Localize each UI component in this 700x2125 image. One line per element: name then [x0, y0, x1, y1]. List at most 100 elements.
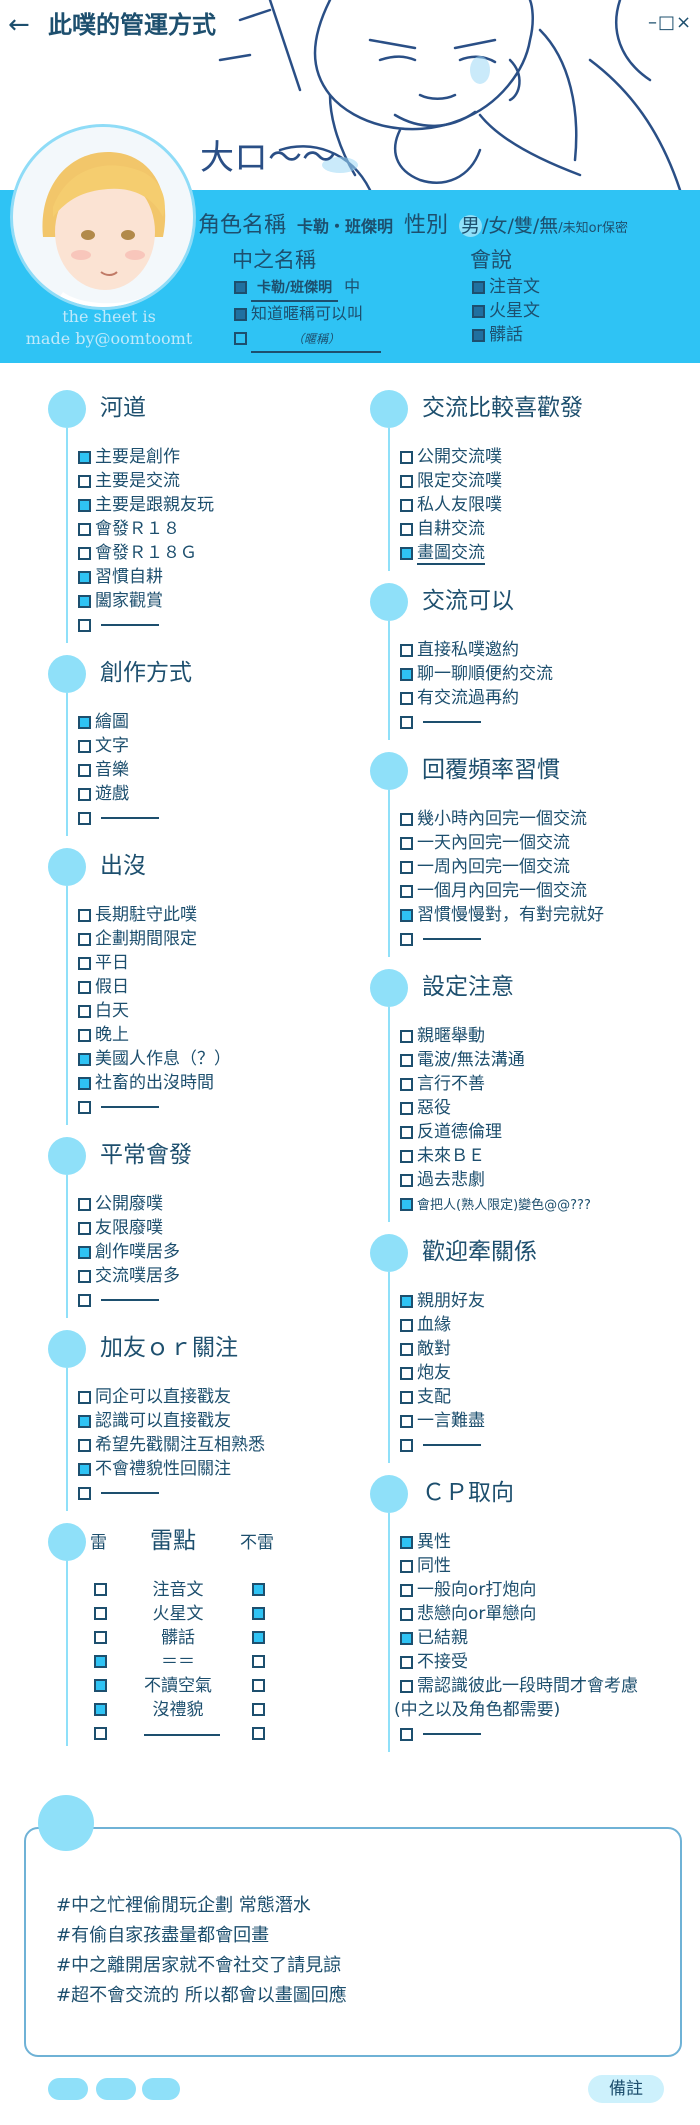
list-item[interactable]: 畫圖交流 [400, 541, 485, 565]
checkbox-unchecked[interactable] [400, 932, 413, 946]
checkbox-unchecked[interactable] [400, 1342, 413, 1356]
checkbox-checked[interactable] [400, 908, 413, 922]
checkbox-unchecked[interactable] [78, 1438, 91, 1452]
checkbox-checked[interactable] [472, 304, 485, 318]
list-item[interactable]: 限定交流噗 [400, 469, 502, 493]
checkbox-checked[interactable] [78, 1245, 91, 1259]
checkbox-unchecked[interactable] [400, 522, 413, 536]
checkbox-unchecked[interactable] [400, 1173, 413, 1187]
checkbox-checked[interactable] [94, 1655, 107, 1668]
checkbox-unchecked[interactable] [400, 498, 413, 512]
list-item[interactable]: 長期駐守此噗 [78, 903, 197, 927]
list-item[interactable]: 認識可以直接戳友 [78, 1409, 231, 1433]
blank-field[interactable] [423, 721, 481, 723]
list-item[interactable]: 聊一聊順便約交流 [400, 662, 553, 686]
checkbox-unchecked[interactable] [400, 1559, 413, 1573]
checkbox-checked[interactable] [400, 1631, 413, 1645]
checkbox-unchecked[interactable] [400, 1607, 413, 1621]
checkbox-unchecked[interactable] [78, 522, 91, 536]
checkbox-unchecked[interactable] [94, 1631, 107, 1644]
list-item[interactable] [400, 1433, 481, 1457]
list-item[interactable] [400, 927, 481, 951]
checkbox-checked[interactable] [78, 498, 91, 512]
checkbox-unchecked[interactable] [78, 1004, 91, 1018]
blank-field[interactable] [423, 1733, 481, 1735]
checkbox-unchecked[interactable] [78, 1100, 91, 1114]
checkbox-unchecked[interactable] [400, 715, 413, 729]
list-item[interactable]: 公開交流噗 [400, 445, 502, 469]
blank-field[interactable] [423, 1444, 481, 1446]
list-item[interactable]: 主要是跟親友玩 [78, 493, 214, 517]
checkbox-checked[interactable] [78, 1076, 91, 1090]
list-item[interactable]: 私人友限噗 [400, 493, 502, 517]
checkbox-unchecked[interactable] [78, 1390, 91, 1404]
checkbox-checked[interactable] [94, 1703, 107, 1716]
checkbox-unchecked[interactable] [400, 691, 413, 705]
checkbox-checked[interactable] [94, 1679, 107, 1692]
list-item[interactable]: 平日 [78, 951, 129, 975]
blank-field[interactable] [101, 1106, 159, 1108]
list-item[interactable] [78, 1095, 159, 1119]
blank-field[interactable] [101, 817, 159, 819]
list-item[interactable]: 遊戲 [78, 782, 129, 806]
list-item[interactable]: 文字 [78, 734, 129, 758]
checkbox-checked[interactable] [400, 1294, 413, 1308]
checkbox-checked[interactable] [252, 1583, 265, 1596]
gender-option[interactable]: 男 [459, 215, 483, 237]
list-item[interactable]: 言行不善 [400, 1072, 485, 1096]
checkbox-unchecked[interactable] [78, 618, 91, 632]
checkbox-unchecked[interactable] [78, 474, 91, 488]
checkbox-unchecked[interactable] [252, 1679, 265, 1692]
list-item[interactable]: 過去悲劇 [400, 1168, 485, 1192]
list-item[interactable]: 電波/無法溝通 [400, 1048, 525, 1072]
list-item[interactable]: 直接私噗邀約 [400, 638, 519, 662]
checkbox-unchecked[interactable] [400, 1029, 413, 1043]
list-item[interactable]: 一言難盡 [400, 1409, 485, 1433]
list-item[interactable]: 有交流過再約 [400, 686, 519, 710]
checkbox-checked[interactable] [78, 715, 91, 729]
checkbox-unchecked[interactable] [94, 1583, 107, 1596]
remarks-button[interactable]: 備註 [588, 2075, 664, 2103]
list-item[interactable]: 會發Ｒ１８Ｇ [78, 541, 197, 565]
blank-field[interactable] [101, 1492, 159, 1494]
blank-field[interactable] [423, 938, 481, 940]
list-item[interactable]: 同企可以直接戳友 [78, 1385, 231, 1409]
list-item[interactable]: 同性 [400, 1554, 451, 1578]
list-item[interactable]: 公開廢噗 [78, 1192, 163, 1216]
list-item[interactable]: 交流噗居多 [78, 1264, 180, 1288]
checkbox-unchecked[interactable] [78, 1197, 91, 1211]
checkbox-checked[interactable] [78, 594, 91, 608]
checkbox-unchecked[interactable] [78, 763, 91, 777]
checkbox-unchecked[interactable] [94, 1607, 107, 1620]
list-item[interactable]: 闔家觀賞 [78, 589, 163, 613]
footer-pill-3[interactable] [142, 2078, 180, 2100]
checkbox-unchecked[interactable] [78, 739, 91, 753]
list-item[interactable]: 已結親 [400, 1626, 468, 1650]
list-item[interactable] [78, 1288, 159, 1312]
footer-pill-2[interactable] [96, 2078, 136, 2100]
list-item[interactable]: 未來ＢＥ [400, 1144, 485, 1168]
list-item[interactable]: 反道德倫理 [400, 1120, 502, 1144]
back-arrow-icon[interactable]: ← [8, 10, 30, 40]
checkbox-unchecked[interactable] [78, 1269, 91, 1283]
list-item[interactable]: 惡役 [400, 1096, 451, 1120]
checkbox-checked[interactable] [78, 1414, 91, 1428]
list-item[interactable]: 會發Ｒ１８ [78, 517, 180, 541]
checkbox-unchecked[interactable] [94, 1727, 107, 1740]
list-item[interactable] [78, 806, 159, 830]
checkbox-checked[interactable] [400, 1197, 413, 1211]
checkbox-unchecked[interactable] [78, 546, 91, 560]
checkbox-unchecked[interactable] [234, 332, 247, 345]
checkbox-unchecked[interactable] [78, 1486, 91, 1500]
checkbox-unchecked[interactable] [400, 1077, 413, 1091]
checkbox-unchecked[interactable] [252, 1703, 265, 1716]
list-item[interactable]: 血緣 [400, 1313, 451, 1337]
checkbox-unchecked[interactable] [400, 884, 413, 898]
checkbox-unchecked[interactable] [400, 1583, 413, 1597]
checkbox-unchecked[interactable] [78, 1293, 91, 1307]
list-item[interactable]: 習慣自耕 [78, 565, 163, 589]
list-item[interactable]: 主要是創作 [78, 445, 180, 469]
checkbox-checked[interactable] [252, 1631, 265, 1644]
checkbox-checked[interactable] [78, 1052, 91, 1066]
checkbox-unchecked[interactable] [400, 812, 413, 826]
